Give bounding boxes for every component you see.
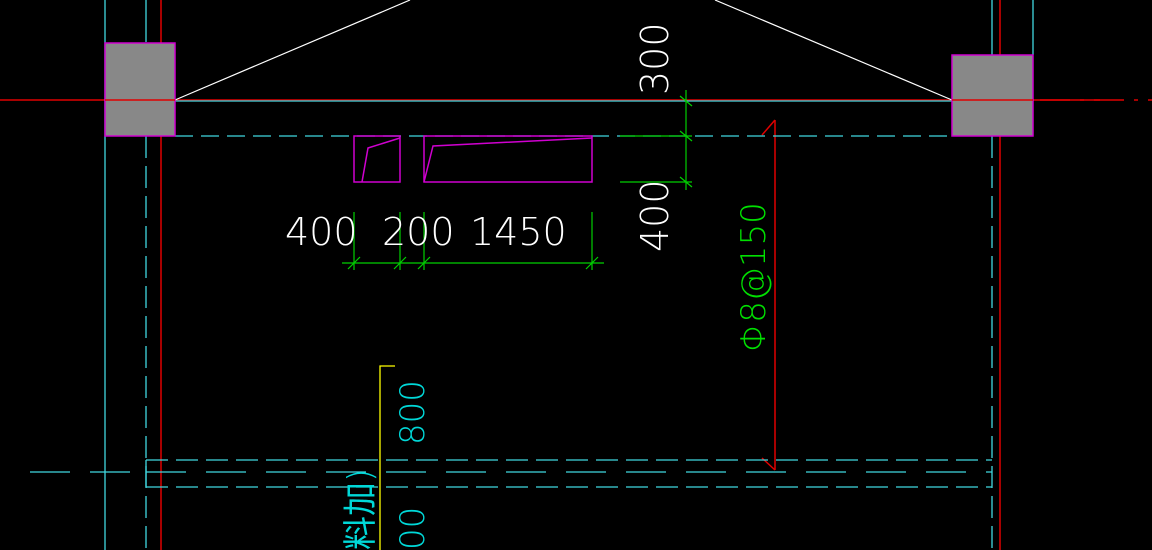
slope-right: [714, 0, 953, 101]
tick-592: [585, 256, 599, 270]
opening-small[interactable]: [353, 135, 401, 183]
tick-top: [679, 95, 693, 107]
column-left[interactable]: [104, 42, 176, 137]
dimension-lines: [342, 90, 693, 270]
tick-354: [347, 256, 361, 270]
slope-lines: [174, 0, 953, 101]
leader-line: [379, 365, 395, 550]
dim-text-400-bottom: 400: [285, 210, 358, 254]
tick-400: [393, 256, 407, 270]
dim-text-1450: 1450: [470, 210, 567, 254]
opening-large[interactable]: [423, 135, 593, 183]
dim-text-00: 00: [393, 507, 433, 550]
tick-424: [417, 256, 431, 270]
leader-polyline: [379, 365, 395, 550]
dim-text-400-side: 400: [633, 179, 677, 252]
dim-text-200: 200: [382, 210, 455, 254]
columns: [104, 42, 1034, 137]
openings: [353, 135, 593, 183]
dim-text-300: 300: [633, 22, 677, 95]
tick-mid: [679, 130, 693, 142]
dim-text-800: 800: [393, 380, 433, 445]
rebar-hook-top: [761, 119, 776, 136]
beam-edges: [30, 0, 1034, 550]
opening-small-slope: [361, 137, 401, 183]
column-right[interactable]: [951, 54, 1034, 137]
opening-large-slope: [423, 137, 593, 183]
tick-bottom: [679, 176, 693, 188]
rebar-label[interactable]: Φ8@150: [734, 202, 774, 352]
partial-text: 料加): [341, 469, 381, 550]
slope-left: [174, 0, 411, 101]
